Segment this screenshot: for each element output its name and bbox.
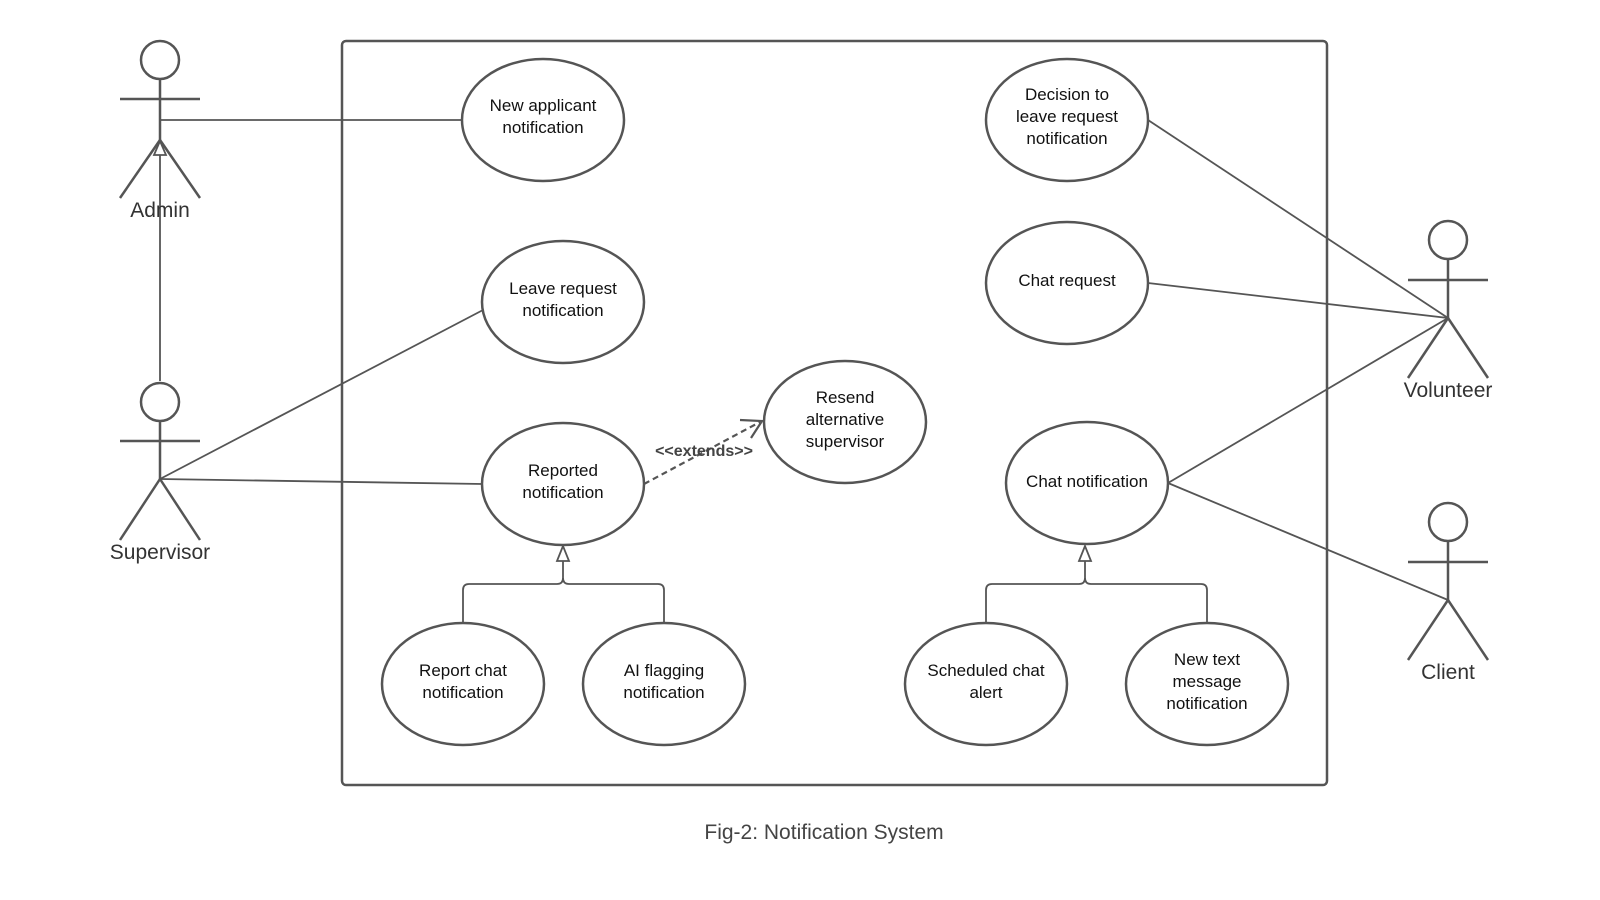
actor-supervisor: Supervisor xyxy=(110,381,210,564)
generalization-scheduled-chat xyxy=(985,560,1086,624)
generalization-arrowhead-chat-notification xyxy=(1077,543,1093,562)
generalization-arrowhead-reported xyxy=(555,543,571,562)
system-boundary xyxy=(340,39,1329,787)
extends-dependency xyxy=(643,421,761,485)
actor-label: Supervisor xyxy=(110,541,210,564)
actor-label: Volunteer xyxy=(1404,379,1493,402)
use-case-chat-request: Chat request xyxy=(984,220,1150,346)
association-volunteer-chat-notification xyxy=(1167,317,1449,484)
extends-arrowhead xyxy=(739,418,764,439)
figure-caption: Fig-2: Notification System xyxy=(704,821,943,844)
association-volunteer-decision xyxy=(1147,119,1449,319)
association-client-chat-notification xyxy=(1167,482,1449,601)
use-case-chat-notification: Chat notification xyxy=(1004,420,1170,546)
use-case-label: Chat notification xyxy=(1026,472,1148,491)
association-volunteer-chat-request xyxy=(1147,282,1449,319)
actor-admin: Admin xyxy=(118,39,202,222)
generalization-new-text xyxy=(1084,577,1208,624)
actor-label: Admin xyxy=(130,199,190,222)
generalization-arrowhead-admin xyxy=(152,138,168,156)
association-supervisor-leave-request xyxy=(159,309,484,480)
generalization-ai-flagging xyxy=(562,577,665,624)
association-supervisor-reported xyxy=(159,478,484,485)
generalization-report-chat xyxy=(462,560,564,624)
actor-client: Client xyxy=(1406,501,1490,684)
actor-label: Client xyxy=(1421,661,1475,684)
extends-label: <<extends>> xyxy=(655,443,753,460)
actor-volunteer: Volunteer xyxy=(1404,219,1493,402)
use-case-label: Chat request xyxy=(1018,271,1116,290)
